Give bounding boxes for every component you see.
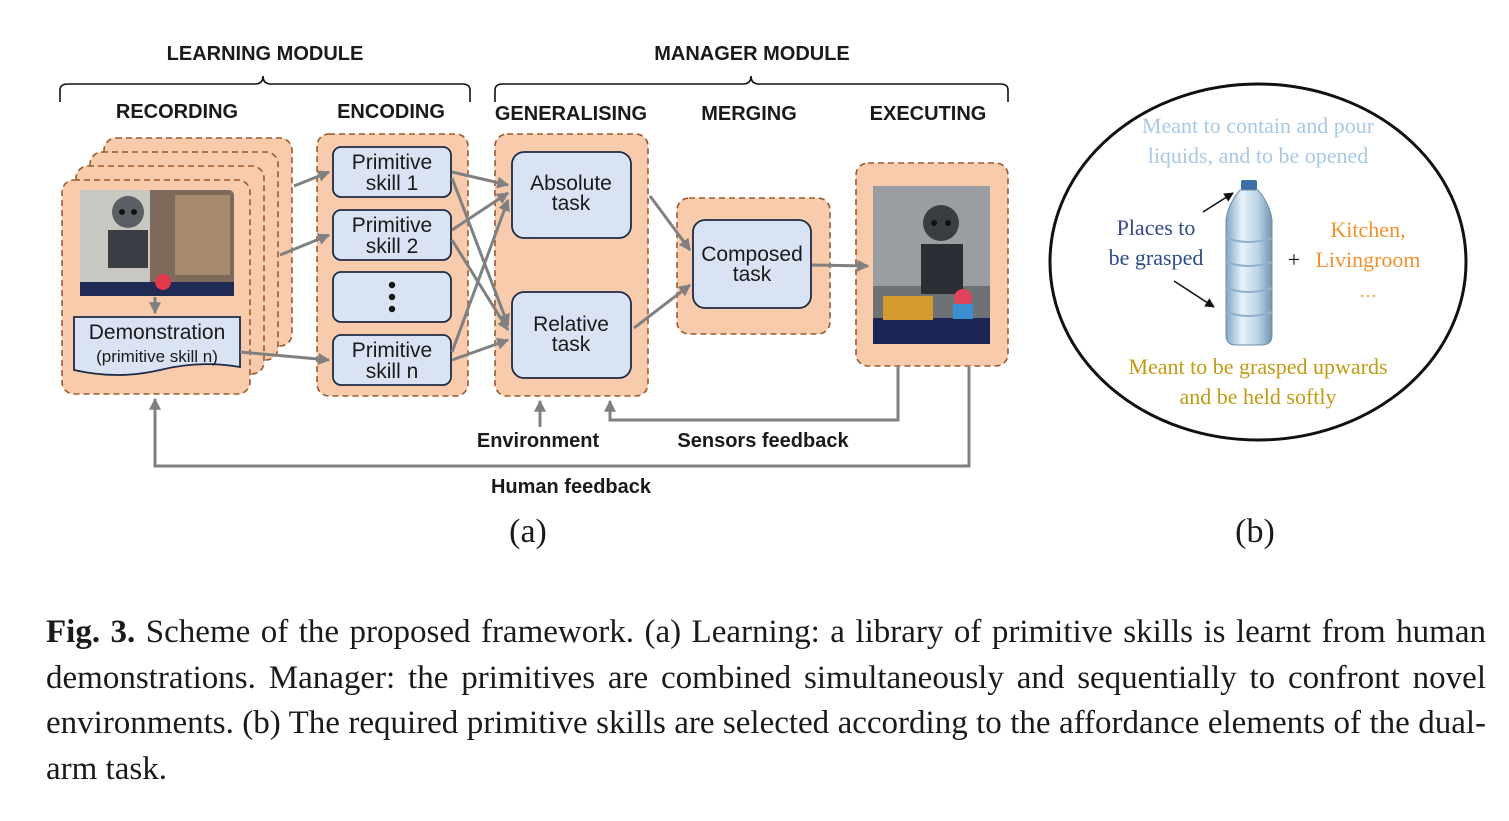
svg-text:Primitive: Primitive bbox=[352, 214, 433, 237]
absolute-task-box: Absolute task bbox=[511, 151, 632, 239]
affordance-top-line2: liquids, and to be opened bbox=[1148, 143, 1369, 168]
affordance-top-line1: Meant to contain and pour bbox=[1142, 113, 1375, 138]
manager-module-label: MANAGER MODULE bbox=[654, 43, 850, 65]
recording-panel: Demonstration (primitive skill n) bbox=[61, 137, 293, 395]
manager-module-brace bbox=[494, 75, 1009, 102]
affordance-right-line3: … bbox=[1359, 281, 1377, 301]
framework-figure: LEARNING MODULE MANAGER MODULE RECORDING… bbox=[59, 43, 1468, 550]
environment-label: Environment bbox=[477, 430, 600, 452]
water-bottle-icon bbox=[1225, 180, 1273, 346]
subfigure-a-label: (a) bbox=[509, 513, 547, 550]
caption-text: Scheme of the proposed framework. (a) Le… bbox=[46, 614, 1487, 787]
primitive-skill-1: Primitive skill 1 bbox=[332, 146, 452, 198]
demonstration-label: Demonstration bbox=[89, 321, 226, 344]
svg-text:skill 1: skill 1 bbox=[366, 172, 419, 195]
relative-task-box: Relative task bbox=[511, 291, 632, 379]
svg-text:task: task bbox=[552, 333, 591, 356]
affordance-right-line2: Livingroom bbox=[1315, 247, 1420, 272]
svg-text:Primitive: Primitive bbox=[352, 339, 433, 362]
svg-text:Primitive: Primitive bbox=[352, 151, 433, 174]
affordance-bottom-line1: Meant to be grasped upwards bbox=[1128, 354, 1387, 379]
learning-module-brace bbox=[59, 75, 471, 102]
affordance-left-line2: be grasped bbox=[1109, 245, 1204, 270]
affordance-right-line1: Kitchen, bbox=[1330, 217, 1405, 242]
stage-recording: RECORDING bbox=[116, 101, 238, 123]
subfigure-b-label: (b) bbox=[1235, 513, 1275, 550]
stage-executing: EXECUTING bbox=[870, 103, 987, 125]
svg-text:Relative: Relative bbox=[533, 313, 609, 336]
robot-photo bbox=[80, 190, 234, 296]
svg-text:skill n: skill n bbox=[366, 360, 419, 383]
figure-caption: Fig. 3. Scheme of the proposed framework… bbox=[46, 610, 1486, 792]
stage-encoding: ENCODING bbox=[337, 101, 445, 123]
svg-text:Absolute: Absolute bbox=[530, 172, 612, 195]
ellipsis-box bbox=[332, 271, 452, 323]
affordance-bottom-line2: and be held softly bbox=[1179, 384, 1336, 409]
demonstration-sublabel: (primitive skill n) bbox=[96, 347, 218, 366]
stage-merging: MERGING bbox=[701, 103, 797, 125]
primitive-skill-2: Primitive skill 2 bbox=[332, 209, 452, 261]
affordance-plus: + bbox=[1288, 247, 1300, 272]
svg-text:task: task bbox=[733, 263, 772, 286]
primitive-skill-n: Primitive skill n bbox=[332, 334, 452, 386]
affordance-diagram: Meant to contain and pour liquids, and t… bbox=[1048, 82, 1468, 442]
composed-task-box: Composed task bbox=[692, 219, 812, 309]
svg-text:skill 2: skill 2 bbox=[366, 235, 419, 258]
stage-generalising: GENERALISING bbox=[495, 103, 647, 125]
executing-robot-photo bbox=[873, 186, 990, 344]
caption-label: Fig. 3. bbox=[46, 614, 136, 650]
sensors-feedback-label: Sensors feedback bbox=[677, 430, 849, 452]
svg-text:Composed: Composed bbox=[701, 243, 803, 266]
human-feedback-label: Human feedback bbox=[491, 476, 652, 498]
svg-text:task: task bbox=[552, 192, 591, 215]
affordance-left-line1: Places to bbox=[1117, 215, 1196, 240]
learning-module-label: LEARNING MODULE bbox=[167, 43, 364, 65]
